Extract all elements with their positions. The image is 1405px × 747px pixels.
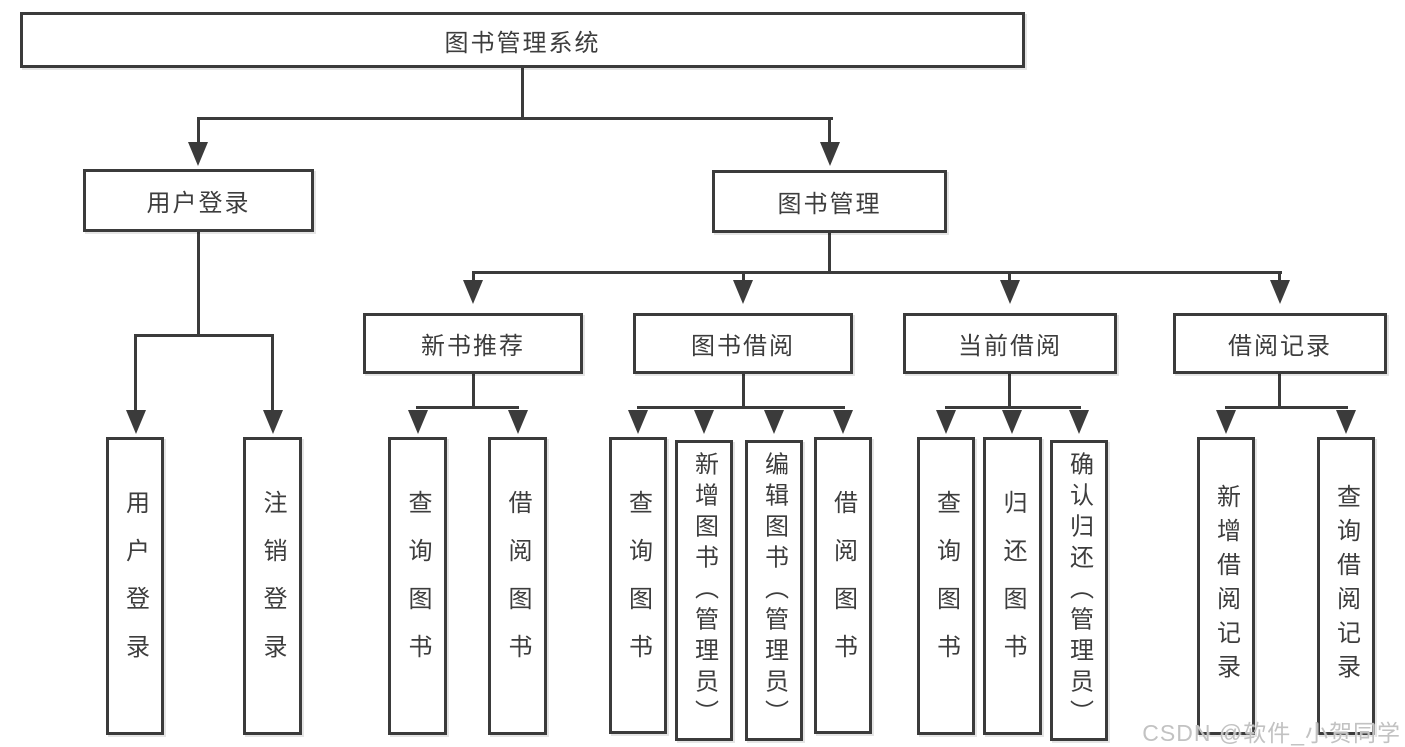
node-label: 当前借阅 bbox=[958, 333, 1062, 360]
node-borrow-records: 借阅记录 bbox=[1173, 313, 1387, 374]
node-label: 用户登录 bbox=[146, 190, 251, 217]
node-newbooks-borrow-books: 借阅图书 bbox=[488, 437, 547, 735]
arrowhead-down-icon bbox=[408, 410, 428, 434]
arrowhead-down-icon bbox=[1069, 410, 1089, 434]
node-borrowing-edit-books-admin: 编辑图书（管理员） bbox=[745, 440, 803, 741]
node-label: 查询图书 bbox=[404, 490, 431, 682]
connector-line bbox=[197, 117, 200, 145]
node-current-return-books: 归还图书 bbox=[983, 437, 1042, 735]
node-current-borrowing: 当前借阅 bbox=[903, 313, 1117, 374]
connector-line bbox=[742, 271, 745, 283]
connector-line bbox=[1225, 406, 1348, 409]
arrowhead-down-icon bbox=[1270, 280, 1290, 304]
node-label: 新增图书（管理员） bbox=[690, 451, 718, 730]
connector-line bbox=[1008, 372, 1011, 409]
arrowhead-down-icon bbox=[833, 410, 853, 434]
connector-line bbox=[828, 117, 831, 145]
arrowhead-down-icon bbox=[188, 142, 208, 166]
node-label: 借阅记录 bbox=[1228, 333, 1332, 360]
connector-line bbox=[521, 66, 524, 119]
node-label: 图书借阅 bbox=[691, 333, 795, 360]
node-label: 图书管理 bbox=[777, 191, 882, 218]
connector-line bbox=[828, 231, 831, 274]
node-current-query-books: 查询图书 bbox=[917, 437, 975, 735]
node-label: 确认归还（管理员） bbox=[1065, 451, 1093, 730]
arrowhead-down-icon bbox=[764, 410, 784, 434]
node-book-borrowing: 图书借阅 bbox=[633, 313, 853, 374]
arrowhead-down-icon bbox=[733, 280, 753, 304]
node-label: 归还图书 bbox=[999, 490, 1026, 682]
connector-line bbox=[134, 334, 274, 337]
node-user-login-leaf: 用户登录 bbox=[106, 437, 164, 735]
node-label: 注销登录 bbox=[259, 490, 286, 682]
arrowhead-down-icon bbox=[463, 280, 483, 304]
arrowhead-down-icon bbox=[263, 410, 283, 434]
arrowhead-down-icon bbox=[1000, 280, 1020, 304]
node-records-add-record: 新增借阅记录 bbox=[1197, 437, 1255, 735]
node-library-system: 图书管理系统 bbox=[20, 12, 1025, 68]
connector-line bbox=[197, 230, 200, 337]
connector-line bbox=[197, 117, 833, 120]
connector-line bbox=[1278, 271, 1281, 283]
arrowhead-down-icon bbox=[820, 142, 840, 166]
connector-line bbox=[472, 372, 475, 409]
node-borrowing-query-books: 查询图书 bbox=[609, 437, 667, 734]
node-label: 借阅图书 bbox=[504, 490, 531, 682]
node-label: 新增借阅记录 bbox=[1212, 484, 1240, 688]
node-label: 查询图书 bbox=[932, 490, 960, 682]
node-user-login: 用户登录 bbox=[83, 169, 314, 232]
arrowhead-down-icon bbox=[1002, 410, 1022, 434]
arrowhead-down-icon bbox=[628, 410, 648, 434]
node-newbooks-query-books: 查询图书 bbox=[388, 437, 447, 735]
node-new-book-recommend: 新书推荐 bbox=[363, 313, 583, 374]
arrowhead-down-icon bbox=[508, 410, 528, 434]
arrowhead-down-icon bbox=[694, 410, 714, 434]
node-label: 借阅图书 bbox=[829, 489, 857, 682]
arrowhead-down-icon bbox=[1336, 410, 1356, 434]
connector-line bbox=[416, 406, 519, 409]
node-label: 图书管理系统 bbox=[444, 29, 601, 57]
node-label: 新书推荐 bbox=[421, 333, 525, 360]
connector-line bbox=[134, 334, 137, 412]
watermark: CSDN @软件_小贺同学 bbox=[1142, 720, 1401, 746]
connector-line bbox=[1008, 271, 1011, 283]
node-label: 查询图书 bbox=[624, 489, 652, 682]
node-label: 查询借阅记录 bbox=[1332, 484, 1360, 688]
connector-line bbox=[271, 334, 274, 412]
connector-line bbox=[637, 406, 845, 409]
node-records-query-record: 查询借阅记录 bbox=[1317, 437, 1375, 735]
connector-line bbox=[472, 271, 1282, 274]
connector-line bbox=[742, 372, 745, 409]
node-borrowing-borrow-books: 借阅图书 bbox=[814, 437, 872, 734]
arrowhead-down-icon bbox=[126, 410, 146, 434]
node-borrowing-add-books-admin: 新增图书（管理员） bbox=[675, 440, 733, 741]
node-label: 编辑图书（管理员） bbox=[760, 451, 788, 730]
node-book-management: 图书管理 bbox=[712, 170, 947, 233]
connector-line bbox=[472, 271, 475, 283]
connector-line bbox=[1278, 372, 1281, 409]
arrowhead-down-icon bbox=[936, 410, 956, 434]
node-logout: 注销登录 bbox=[243, 437, 302, 735]
connector-line bbox=[945, 406, 1081, 409]
arrowhead-down-icon bbox=[1216, 410, 1236, 434]
node-label: 用户登录 bbox=[121, 490, 149, 682]
node-current-confirm-return-admin: 确认归还（管理员） bbox=[1050, 440, 1108, 741]
